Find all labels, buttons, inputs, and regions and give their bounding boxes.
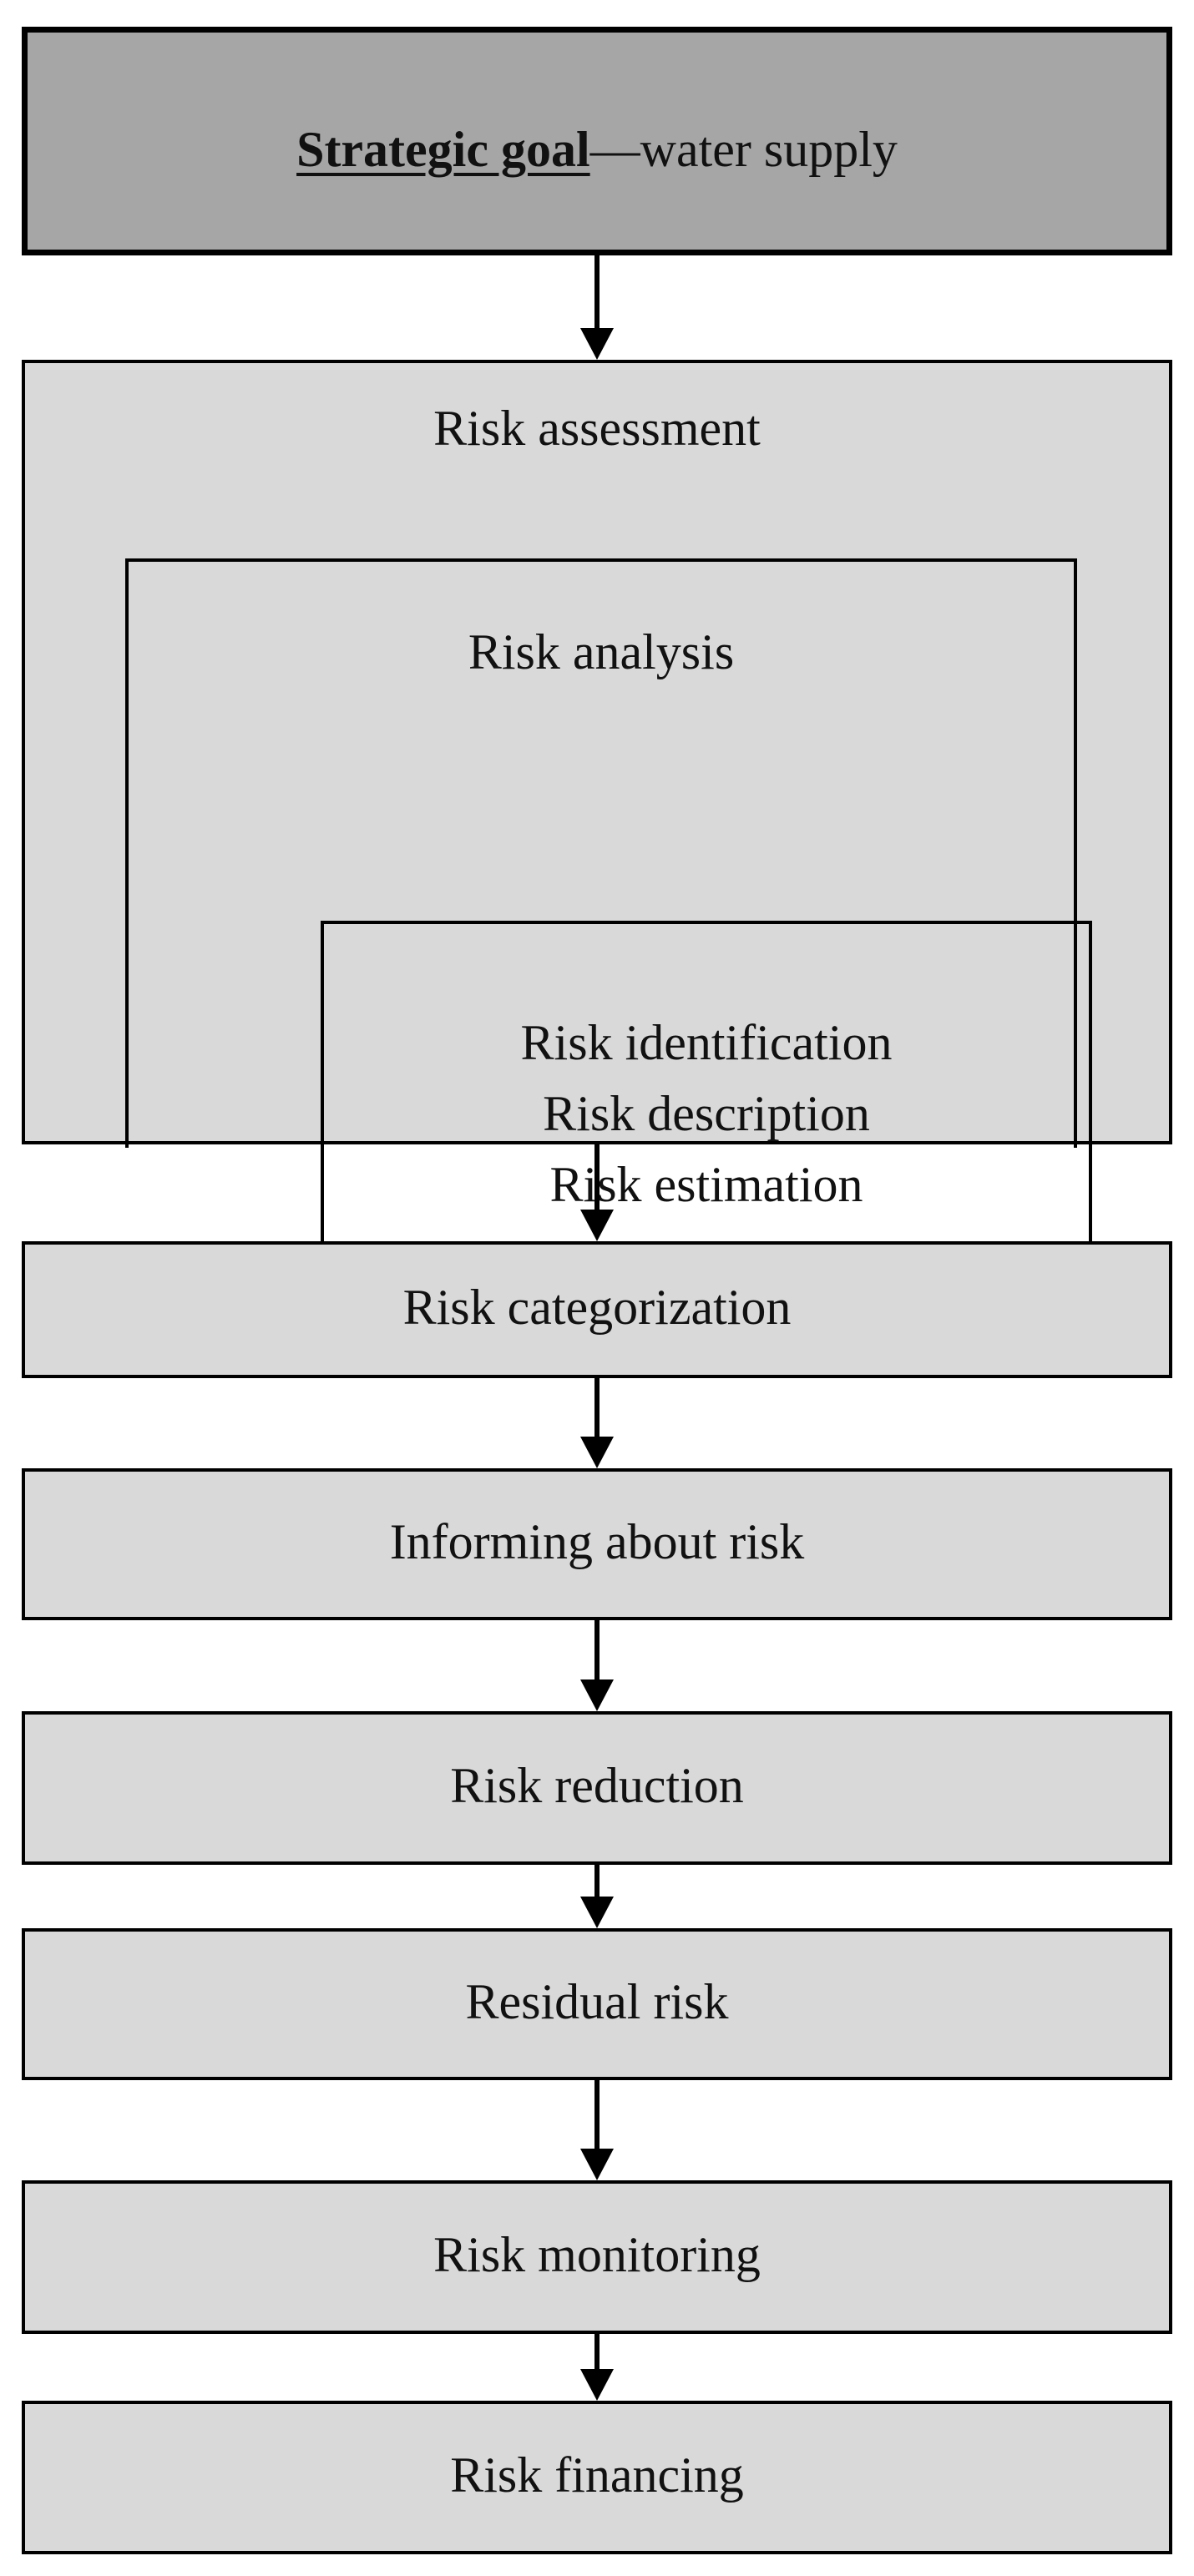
strategic-goal-box: Strategic goal—water supply xyxy=(22,27,1172,255)
risk-reduction-label: Risk reduction xyxy=(450,1757,744,1813)
arrow-assessment-to-categorization xyxy=(580,1144,614,1241)
arrow-reduction-to-residual xyxy=(580,1865,614,1928)
arrow-categorization-to-informing xyxy=(580,1378,614,1468)
risk-description-label: Risk description xyxy=(543,1086,870,1141)
informing-about-risk-box: Informing about risk xyxy=(22,1468,1172,1620)
risk-monitoring-label: Risk monitoring xyxy=(433,2226,761,2282)
risk-monitoring-box: Risk monitoring xyxy=(22,2180,1172,2334)
risk-assessment-box: Risk assessment Risk analysis Risk ident… xyxy=(22,360,1172,1346)
strategic-goal-text: Strategic goal—water supply xyxy=(296,121,898,179)
arrow-goal-to-assessment xyxy=(580,255,614,360)
residual-risk-label: Residual risk xyxy=(465,1973,729,2029)
risk-financing-box: Risk financing xyxy=(22,2401,1172,2554)
informing-about-risk-label: Informing about risk xyxy=(389,1513,805,1569)
arrow-monitoring-to-financing xyxy=(580,2334,614,2401)
risk-analysis-steps: Risk identification Risk description Ris… xyxy=(324,1008,1089,1220)
strategic-goal-separator: — xyxy=(589,121,640,177)
risk-financing-label: Risk financing xyxy=(450,2447,744,2503)
risk-categorization-box: Risk categorization xyxy=(22,1241,1172,1378)
risk-identification-label: Risk identification xyxy=(520,1015,893,1070)
risk-analysis-frame: Risk analysis Risk identification Risk d… xyxy=(125,558,1092,1346)
risk-analysis-label: Risk analysis xyxy=(468,624,735,679)
strategic-goal-subtitle: water supply xyxy=(640,121,898,177)
risk-categorization-label: Risk categorization xyxy=(402,1279,792,1335)
arrow-residual-to-monitoring xyxy=(580,2080,614,2180)
risk-analysis-steps-frame: Risk identification Risk description Ris… xyxy=(321,921,1092,1346)
arrow-informing-to-reduction xyxy=(580,1620,614,1711)
risk-reduction-box: Risk reduction xyxy=(22,1711,1172,1865)
strategic-goal-title: Strategic goal xyxy=(296,121,590,177)
residual-risk-box: Residual risk xyxy=(22,1928,1172,2080)
risk-estimation-label: Risk estimation xyxy=(549,1157,863,1212)
risk-assessment-label: Risk assessment xyxy=(433,401,761,456)
